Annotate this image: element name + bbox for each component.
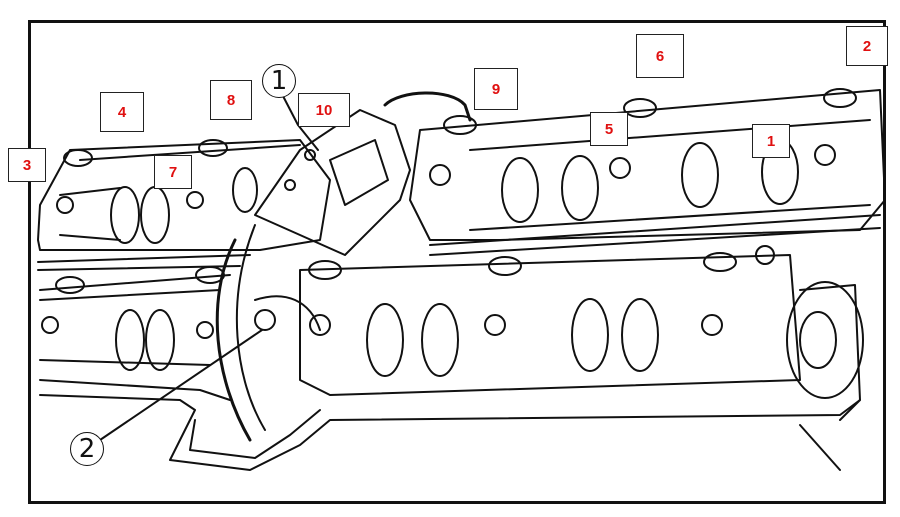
chain-guide-bracket [254, 109, 411, 256]
right-upper-head [409, 89, 886, 241]
label-box-8: 8 [210, 80, 252, 120]
label-box-9: 9 [474, 68, 518, 110]
timing-chain-curve-2 [235, 224, 266, 431]
timing-chain-curve [215, 238, 252, 442]
bracket-window [329, 139, 389, 206]
label-box-10: 10 [298, 93, 350, 127]
left-camshaft [56, 139, 301, 244]
lower-flange [39, 394, 861, 471]
tensioner [254, 309, 276, 331]
callout-2: 2 [70, 432, 104, 466]
lower-flange-inner [189, 409, 321, 459]
right-end-cap [786, 281, 864, 471]
left-head-outline [37, 139, 331, 251]
callout-1: 1 [262, 64, 296, 98]
callout-2-leader [99, 329, 263, 441]
upper-chain [383, 91, 472, 122]
label-box-2: 2 [846, 26, 888, 66]
label-box-4: 4 [100, 92, 144, 132]
right-lower-camshaft [308, 245, 775, 377]
label-box-7: 7 [154, 155, 192, 189]
lower-left-camshaft [39, 266, 225, 371]
label-box-6: 6 [636, 34, 684, 78]
right-lower-head [299, 254, 801, 396]
label-box-5: 5 [590, 112, 628, 146]
label-box-3: 3 [8, 148, 46, 182]
label-box-1: 1 [752, 124, 790, 158]
right-upper-camshaft [429, 88, 871, 231]
diagram-frame [28, 20, 886, 504]
lower-left-bank [39, 274, 231, 401]
right-upper-rail [429, 214, 881, 256]
